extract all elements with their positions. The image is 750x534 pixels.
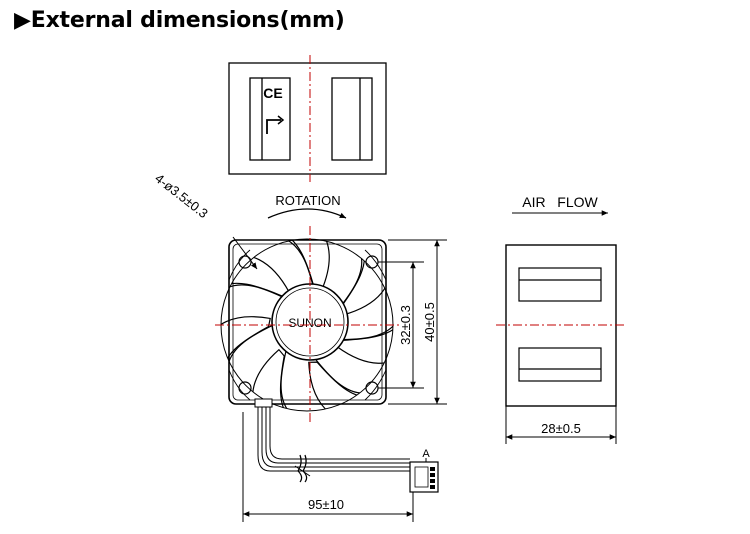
wire-break-icon	[297, 454, 303, 483]
fan-blades	[221, 239, 393, 411]
dim-thickness-label: 28±0.5	[541, 421, 581, 436]
fan-frame	[228, 239, 387, 405]
mounting-hole	[238, 255, 252, 269]
title-text: External dimensions(mm)	[30, 8, 345, 33]
dim-frame-size-label: 40±0.5	[422, 302, 437, 342]
lead-wires	[254, 398, 410, 483]
top-view-frame	[228, 62, 387, 175]
dim-frame-size	[388, 239, 447, 405]
hole-leader-line	[232, 236, 258, 270]
ce-mark: CE	[263, 85, 282, 101]
top-view-left-slot	[249, 77, 291, 161]
rotation-arrow-icon	[267, 208, 347, 219]
airflow-label: AIR FLOW	[522, 194, 598, 210]
dim-hole-pitch-label: 32±0.3	[398, 305, 413, 345]
front-view: ROTATION 4-ø3.5±0.3	[152, 171, 447, 522]
dim-thickness	[505, 406, 617, 444]
title-arrow-icon: ▶	[14, 8, 31, 33]
rotation-label: ROTATION	[275, 193, 340, 208]
label-arrow-icon	[266, 119, 281, 134]
side-view-slots	[518, 267, 602, 382]
connector-label: A	[422, 448, 430, 460]
top-view	[228, 55, 387, 182]
page-title: ▶External dimensions(mm)	[14, 8, 345, 33]
dim-lead-length	[242, 412, 414, 522]
dim-lead-length-label: 95±10	[308, 497, 344, 512]
connector	[409, 458, 439, 493]
top-view-right-slot	[331, 77, 373, 161]
side-view: AIR FLOW 28±0.5	[496, 194, 626, 444]
hole-callout-label: 4-ø3.5±0.3	[152, 171, 211, 221]
dim-hole-pitch	[378, 261, 424, 389]
mounting-hole	[238, 381, 252, 395]
